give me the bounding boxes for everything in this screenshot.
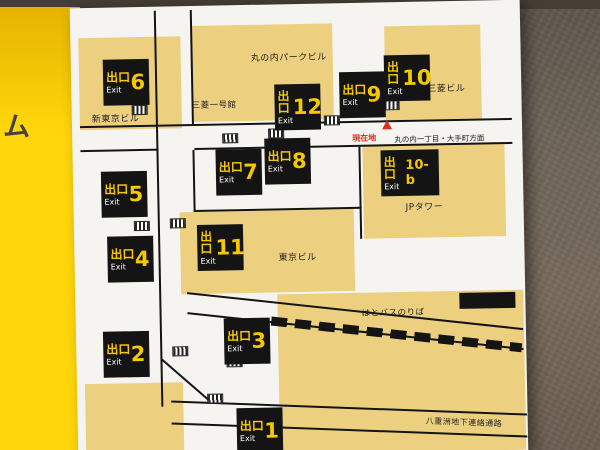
- exit-map-panel: 丸の内パークビル 三菱ビル 新東京ビル 三菱一号館 JPタワー 東京ビル はとバ…: [69, 0, 529, 450]
- corridor-line: [192, 149, 196, 213]
- exit-kanji-label: 出口: [218, 159, 243, 175]
- building-label: はとバスのりば: [361, 307, 425, 319]
- exit-number: 11: [215, 235, 245, 260]
- exit-latin-label: Exit: [200, 256, 216, 266]
- exit-number: 3: [251, 328, 267, 353]
- exit-number: 6: [130, 69, 146, 95]
- building-label: 三菱ビル: [427, 83, 466, 95]
- exit-kanji-label: 出口: [104, 181, 129, 197]
- exit-latin-label: Exit: [227, 343, 243, 353]
- exit-latin-label: Exit: [384, 181, 400, 191]
- exit-latin-label: Exit: [110, 261, 126, 272]
- current-location-label: 現在地: [352, 133, 377, 143]
- stairs-icon: [207, 393, 224, 404]
- exit-latin-label: Exit: [106, 84, 122, 95]
- street-line: [358, 146, 363, 239]
- exit-number: 10-b: [405, 157, 429, 188]
- exit-kanji-label: 出口: [342, 82, 367, 97]
- yellow-sign-strip: ム: [0, 7, 80, 450]
- exit-latin-label: Exit: [342, 97, 358, 107]
- exit-kanji-label: 出口: [239, 418, 264, 433]
- exit-latin-label: Exit: [239, 433, 256, 443]
- building-label: 三菱一号館: [191, 100, 237, 112]
- exit-number: 7: [243, 159, 259, 185]
- stairs-icon: [222, 133, 239, 144]
- stairs-icon: [383, 100, 400, 111]
- exit-number: 4: [134, 246, 150, 272]
- exit-latin-label: Exit: [267, 163, 284, 174]
- exit-number: 1: [263, 418, 280, 443]
- building-label: 東京ビル: [278, 252, 317, 264]
- exit-latin-label: Exit: [218, 174, 235, 185]
- structure-block: [459, 291, 516, 309]
- exit-kanji-label: 出口: [277, 88, 290, 115]
- exit-latin-label: Exit: [106, 356, 122, 367]
- street-line: [80, 148, 159, 153]
- partial-sign-text: ム: [3, 112, 30, 143]
- exit-number: 8: [291, 148, 307, 174]
- exit-kanji-label: 出口: [383, 154, 397, 181]
- direction-label: 丸の内一丁目・大手町方面: [394, 133, 485, 145]
- exit-kanji-label: 出口: [106, 341, 131, 357]
- building-label: JPタワー: [405, 202, 444, 213]
- exit-number: 12: [292, 94, 323, 120]
- exit-kanji-label: 出口: [105, 69, 131, 85]
- exit-kanji-label: 出口: [110, 246, 135, 262]
- exit-latin-label: Exit: [277, 115, 294, 125]
- stairs-icon: [169, 218, 186, 229]
- building-label: 新東京ビル: [91, 114, 140, 125]
- exit-latin-label: Exit: [104, 196, 120, 207]
- exit-kanji-label: 出口: [199, 229, 213, 256]
- current-location-marker-icon: [381, 120, 393, 130]
- building-bottom-left: [84, 382, 185, 450]
- building-label: 丸の内パークビル: [250, 52, 327, 64]
- exit-number: 5: [128, 181, 144, 207]
- exit-kanji-label: 出口: [226, 328, 252, 343]
- exit-latin-label: Exit: [387, 86, 403, 96]
- exit-number: 9: [366, 82, 382, 107]
- stairs-icon: [133, 220, 150, 232]
- stairs-icon: [172, 346, 189, 357]
- exit-kanji-label: 出口: [386, 59, 400, 86]
- exit-number: 2: [130, 341, 146, 367]
- exit-kanji-label: 出口: [267, 148, 292, 164]
- stairs-icon: [323, 115, 340, 126]
- exit-number: 10: [402, 65, 432, 90]
